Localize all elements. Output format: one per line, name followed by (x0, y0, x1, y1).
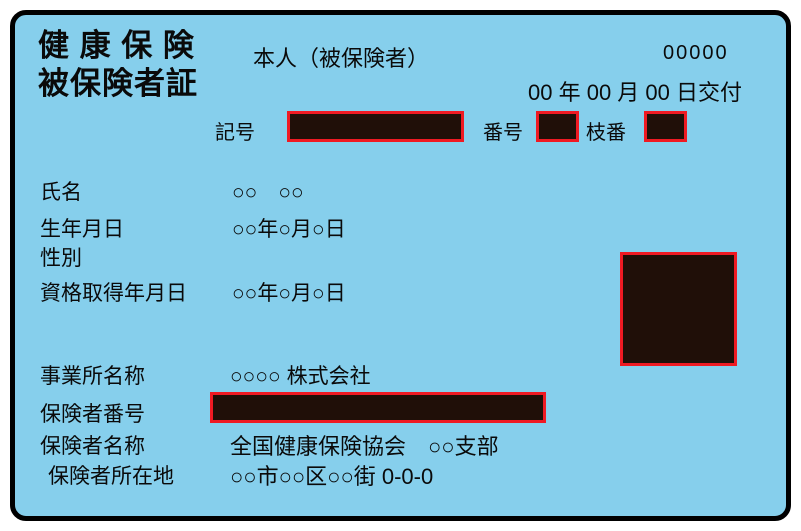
symbol-redaction-box (287, 111, 464, 142)
qualification-date-label: 資格取得年月日 (40, 282, 187, 305)
name-value: ○○ ○○ (232, 181, 304, 204)
insurer-address-value: ○○市○○区○○街 0-0-0 (230, 464, 434, 489)
birthdate-value: ○○年○月○日 (232, 218, 346, 241)
card-title-line1: 健 康 保 険 (38, 28, 195, 63)
branch-number-label: 枝番 (586, 122, 626, 144)
number-label: 番号 (483, 122, 523, 144)
insurer-address-label: 保険者所在地 (48, 465, 174, 488)
name-label: 氏名 (40, 181, 82, 204)
issue-date: 00 年 00 月 00 日交付 (528, 80, 742, 105)
insurer-number-redaction-box (210, 392, 546, 423)
birthdate-label: 生年月日 (40, 218, 124, 241)
employer-name-value: ○○○○ 株式会社 (230, 365, 371, 388)
qualification-date-value: ○○年○月○日 (232, 282, 346, 305)
employer-name-label: 事業所名称 (40, 365, 145, 388)
branch-number-redaction-box (644, 111, 687, 142)
insurer-name-label: 保険者名称 (40, 435, 145, 458)
holder-type-label: 本人（被保険者） (253, 46, 430, 71)
card-title-line2: 被保険者証 (38, 66, 198, 101)
insurer-name-value: 全国健康保険協会 ○○支部 (230, 434, 499, 459)
insurer-number-label: 保険者番号 (40, 403, 145, 426)
insurance-card: 健 康 保 険 被保険者証 本人（被保険者） 00000 00 年 00 月 0… (10, 10, 791, 521)
symbol-label: 記号 (215, 122, 255, 144)
card-serial-number: 00000 (663, 42, 729, 64)
sex-label: 性別 (40, 247, 82, 270)
number-redaction-box (536, 111, 579, 142)
photo-area-redaction-box (620, 252, 737, 366)
card-title: 健 康 保 険 被保険者証 (38, 27, 198, 103)
